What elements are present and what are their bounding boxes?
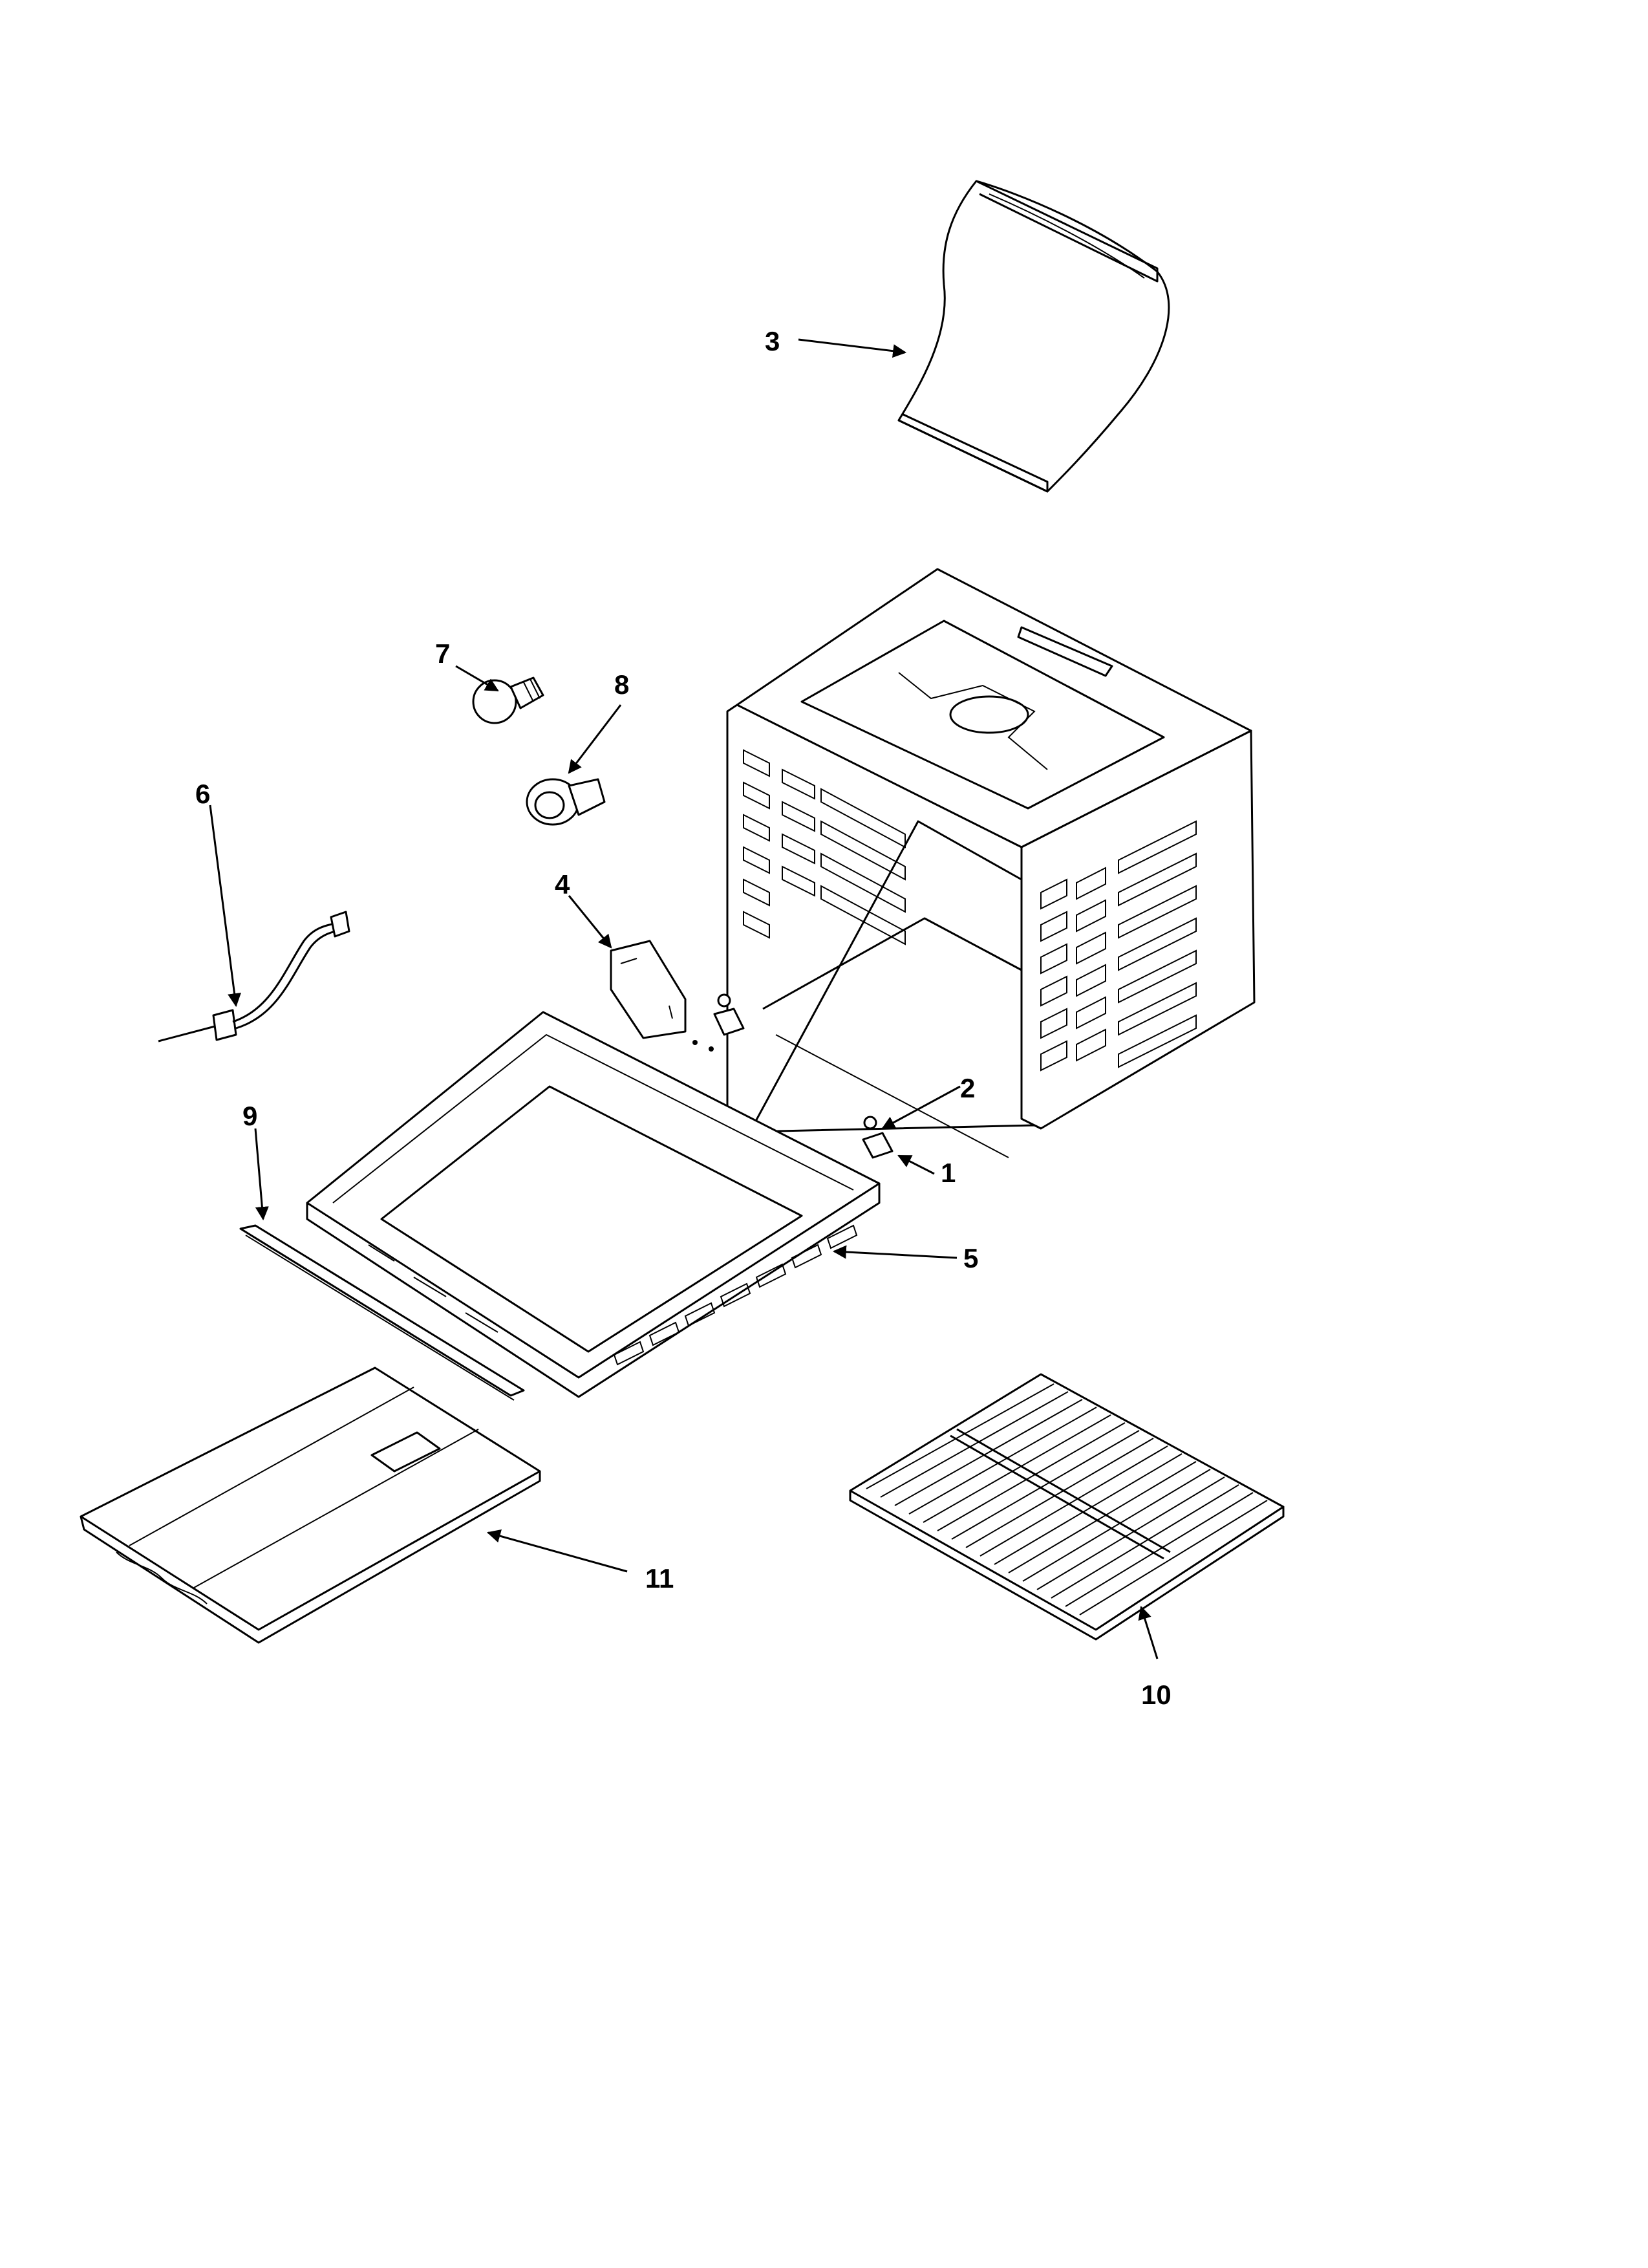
leader-1 bbox=[897, 1154, 935, 1175]
temperature-sensor-icon bbox=[158, 911, 350, 1042]
leader-2 bbox=[881, 1085, 961, 1130]
part-labels: 3 7 8 6 4 2 1 5 9 11 10 bbox=[195, 326, 1172, 1710]
part-label-8: 8 bbox=[614, 669, 629, 700]
part-label-2: 2 bbox=[960, 1073, 975, 1103]
screw-icon bbox=[717, 993, 877, 1130]
bottom-panel-icon bbox=[80, 1366, 541, 1644]
trim-strip-icon bbox=[239, 1224, 525, 1401]
oven-cavity-icon bbox=[726, 568, 1256, 1158]
leader-4 bbox=[568, 895, 612, 949]
part-label-3: 3 bbox=[765, 326, 780, 356]
leader-7 bbox=[455, 665, 499, 692]
leader-9 bbox=[254, 1128, 269, 1221]
light-bulb-icon bbox=[472, 676, 544, 724]
part-label-4: 4 bbox=[555, 869, 570, 900]
leader-5 bbox=[832, 1245, 958, 1259]
part-label-7: 7 bbox=[435, 638, 450, 669]
lamp-socket-icon bbox=[526, 778, 606, 826]
oven-rack-icon bbox=[849, 1373, 1285, 1641]
part-label-10: 10 bbox=[1141, 1679, 1172, 1710]
leader-lines bbox=[209, 338, 1159, 1659]
heat-shield-icon bbox=[897, 180, 1170, 493]
leader-6 bbox=[209, 805, 241, 1008]
oven-bottom-frame-icon bbox=[306, 1011, 881, 1398]
leader-8 bbox=[568, 704, 622, 774]
part-label-1: 1 bbox=[941, 1158, 956, 1188]
leader-3 bbox=[798, 338, 907, 358]
mounting-plate-icon bbox=[610, 940, 687, 1039]
part-label-6: 6 bbox=[195, 779, 210, 809]
leader-10 bbox=[1138, 1605, 1159, 1659]
part-label-9: 9 bbox=[242, 1101, 257, 1131]
leader-11 bbox=[486, 1529, 628, 1573]
part-label-11: 11 bbox=[645, 1563, 674, 1593]
part-label-5: 5 bbox=[963, 1243, 978, 1273]
